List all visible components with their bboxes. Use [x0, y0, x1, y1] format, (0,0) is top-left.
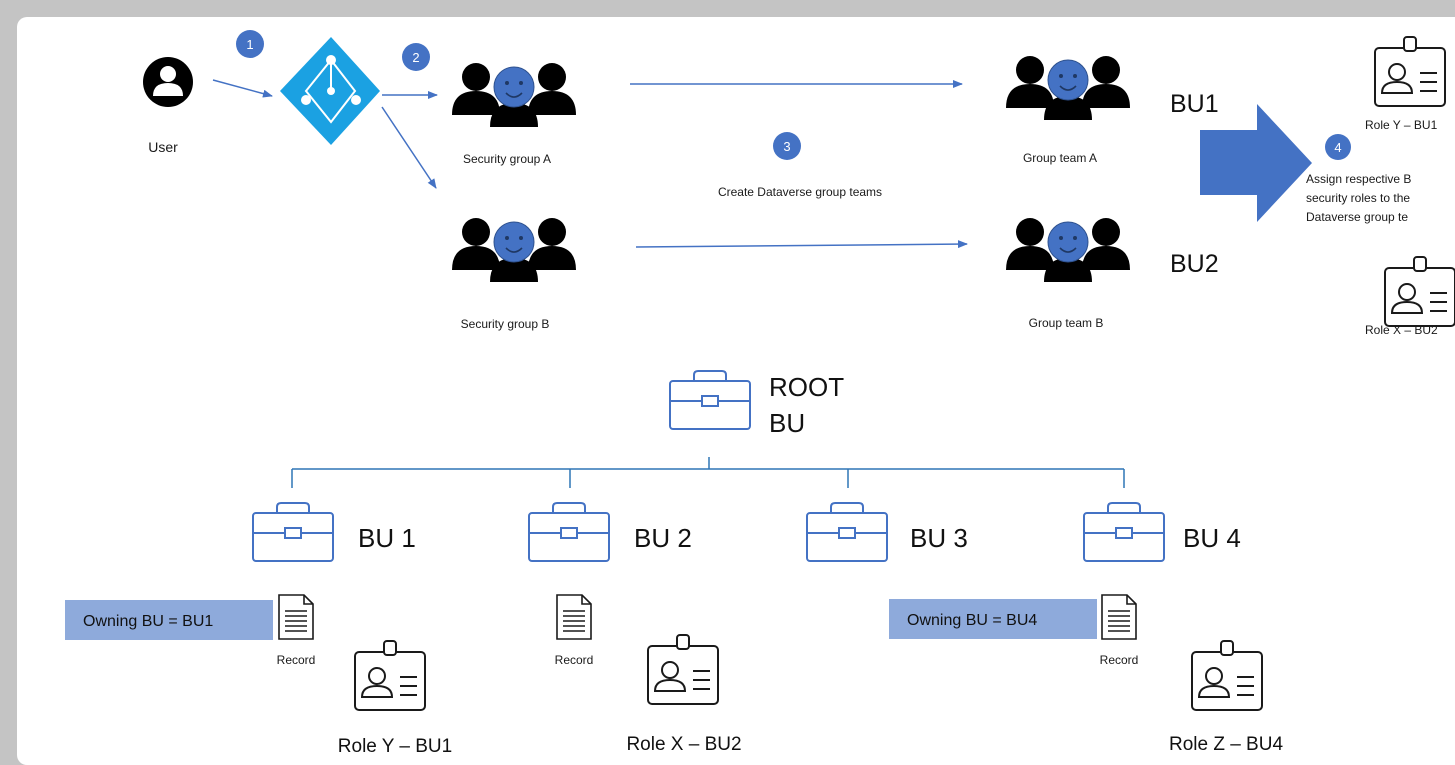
owning-bu-banner-1-text: Owning BU = BU1: [83, 613, 213, 630]
record-3-label: Record: [1100, 653, 1139, 667]
record-2-document-icon: [556, 594, 592, 640]
assigned-role-1: Role Y – BU1: [1365, 118, 1438, 132]
record-2-label: Record: [555, 653, 594, 667]
group-team-b-bu: BU2: [1170, 250, 1219, 278]
role-z-badge-icon: [1191, 640, 1263, 711]
arrow-aad-to-group-b: [381, 106, 437, 189]
role-badge-icon: [1384, 256, 1455, 327]
owning-bu-banner-1: Owning BU = BU1: [65, 600, 273, 640]
assign-roles-arrow: [1200, 104, 1312, 222]
step-4-line-3: Dataverse group te: [1306, 210, 1408, 224]
owning-bu-banner-2-text: Owning BU = BU4: [907, 612, 1037, 629]
owning-bu-banner-2: Owning BU = BU4: [889, 599, 1097, 639]
azure-ad-icon: [280, 37, 380, 145]
root-bu-line-2: BU: [769, 408, 805, 438]
group-team-a-icon: [1006, 56, 1130, 120]
bottom-role-y-label: Role Y – BU1: [338, 736, 452, 757]
root-bu-briefcase-icon: [669, 370, 751, 430]
arrow-user-to-aad: [212, 79, 273, 98]
group-team-b-label: Group team B: [1029, 316, 1104, 330]
user-icon: [143, 57, 193, 107]
bottom-role-x-label: Role X – BU2: [626, 734, 741, 755]
step-4-line-2: security roles to the: [1306, 191, 1410, 205]
bu-1-label: BU 1: [358, 523, 416, 553]
bu-4-label: BU 4: [1183, 523, 1241, 553]
step-4-number: 4: [1334, 140, 1341, 155]
group-team-a-bu: BU1: [1170, 90, 1219, 118]
role-badge-icon: [1374, 36, 1446, 107]
diagram-canvas: User 1 2 Security group A Security group…: [17, 17, 1455, 765]
bu-3-label: BU 3: [910, 523, 968, 553]
group-team-a-label: Group team A: [1023, 151, 1097, 165]
role-x-badge-icon: [647, 634, 719, 705]
bottom-role-z-label: Role Z – BU4: [1169, 734, 1283, 755]
step-4-line-1: Assign respective B: [1306, 172, 1411, 186]
hierarchy-connector: [291, 457, 1125, 488]
security-group-b-label: Security group B: [461, 317, 550, 331]
root-bu-line-1: ROOT: [769, 372, 844, 402]
step-1-number: 1: [246, 37, 253, 52]
group-team-b-icon: [1006, 218, 1130, 282]
step-1-badge: 1: [236, 30, 264, 58]
diagram-svg: User 1 2 Security group A Security group…: [65, 30, 1455, 757]
record-1-document-icon: [278, 594, 314, 640]
step-3-label: Create Dataverse group teams: [718, 185, 882, 199]
bu-1-briefcase-icon: [252, 502, 334, 562]
user-label: User: [148, 139, 178, 155]
step-2-badge: 2: [402, 43, 430, 71]
security-group-a-icon: [452, 63, 576, 127]
arrow-group-b-to-team-b: [635, 240, 968, 249]
record-1-label: Record: [277, 653, 316, 667]
bu-2-label: BU 2: [634, 523, 692, 553]
assigned-role-2: Role X – BU2: [1365, 323, 1438, 337]
bu-2-briefcase-icon: [528, 502, 610, 562]
step-3-number: 3: [783, 139, 790, 154]
bu-4-briefcase-icon: [1083, 502, 1165, 562]
step-3-badge: 3: [773, 132, 801, 160]
security-group-b-icon: [452, 218, 576, 282]
step-2-number: 2: [412, 50, 419, 65]
security-group-a-label: Security group A: [463, 152, 551, 166]
role-y-badge-icon: [354, 640, 426, 711]
step-4-badge: 4: [1325, 134, 1351, 160]
bu-3-briefcase-icon: [806, 502, 888, 562]
record-3-document-icon: [1101, 594, 1137, 640]
